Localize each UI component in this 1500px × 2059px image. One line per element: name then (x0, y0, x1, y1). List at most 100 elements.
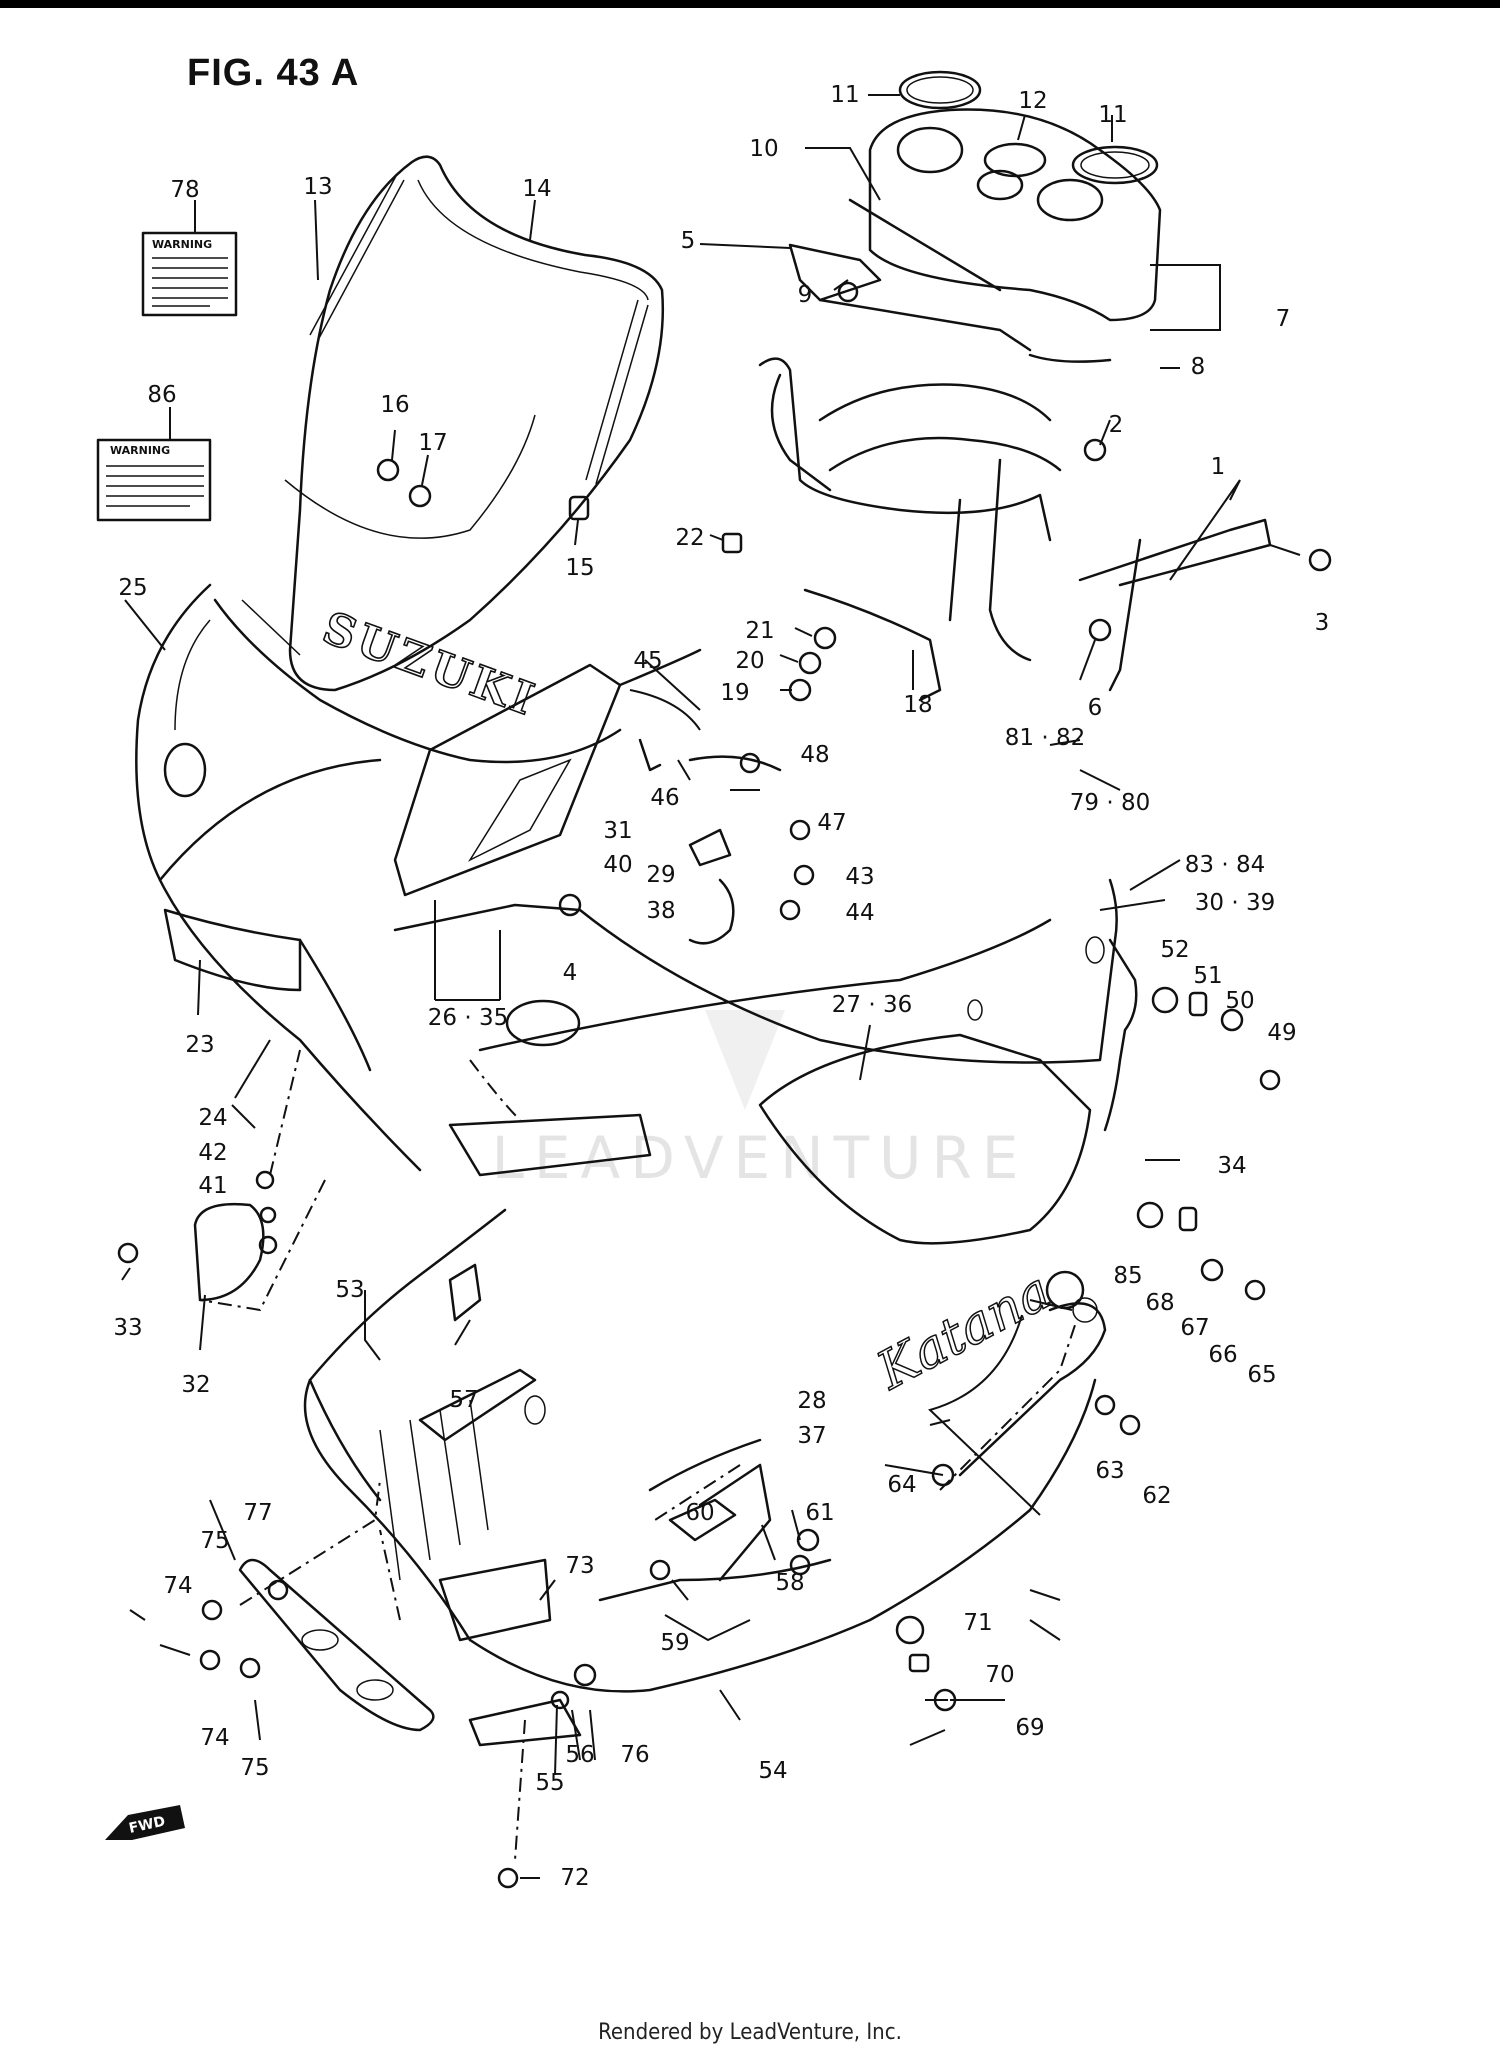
callout-18: 18 (903, 692, 932, 718)
callout-68: 68 (1145, 1290, 1174, 1316)
callout-4: 4 (563, 960, 578, 986)
callout-8: 8 (1191, 354, 1206, 380)
callout-12: 12 (1018, 88, 1047, 114)
callout-29: 29 (646, 862, 675, 888)
figure-title: FIG. 43 A (187, 52, 360, 94)
callout-65: 65 (1247, 1362, 1276, 1388)
callout-11: 11 (830, 82, 859, 108)
callout-37: 37 (797, 1423, 826, 1449)
callout-25: 25 (118, 575, 147, 601)
callout-16: 16 (380, 392, 409, 418)
callout-33: 33 (113, 1315, 142, 1341)
callout-53: 53 (335, 1277, 364, 1303)
callout-23: 23 (185, 1032, 214, 1058)
callout-74a: 74 (163, 1573, 192, 1599)
callout-55: 55 (535, 1770, 564, 1796)
callout-74b: 74 (200, 1725, 229, 1751)
lower-fairing (303, 1208, 1107, 1747)
callout-32: 32 (181, 1372, 210, 1398)
callout-61: 61 (805, 1500, 834, 1526)
callout-5: 5 (681, 228, 696, 254)
callout-20: 20 (735, 648, 764, 674)
upper-fairing: Katana (135, 583, 1138, 1403)
svg-text:FWD: FWD (128, 1814, 167, 1837)
callout-30-39: 30 · 39 (1195, 890, 1275, 916)
callout-43: 43 (845, 864, 874, 890)
callout-1: 1 (1211, 454, 1226, 480)
svg-text:WARNING: WARNING (110, 444, 170, 457)
watermark-text: LEADVENTURE (492, 1124, 1029, 1192)
callout-51: 51 (1193, 963, 1222, 989)
callout-54: 54 (758, 1758, 787, 1784)
callout-71: 71 (963, 1610, 992, 1636)
forward-arrow: FWD (105, 1805, 185, 1840)
callout-70: 70 (985, 1662, 1014, 1688)
callout-40: 40 (603, 852, 632, 878)
callout-60: 60 (685, 1500, 714, 1526)
callout-48: 48 (800, 742, 829, 768)
callout-44: 44 (845, 900, 874, 926)
callout-72: 72 (560, 1865, 589, 1891)
callout-26-35: 26 · 35 (428, 1005, 508, 1031)
callout-79-80: 79 · 80 (1070, 790, 1150, 816)
callout-14: 14 (522, 176, 551, 202)
callout-62: 62 (1142, 1483, 1171, 1509)
callout-46: 46 (650, 785, 679, 811)
callout-58: 58 (775, 1570, 804, 1596)
callout-59: 59 (660, 1630, 689, 1656)
callout-45: 45 (633, 648, 662, 674)
callout-57: 57 (449, 1387, 478, 1413)
fairing-stay-frame (758, 198, 1272, 702)
callout-56: 56 (565, 1742, 594, 1768)
callout-21: 21 (745, 618, 774, 644)
callout-6: 6 (1088, 695, 1103, 721)
callout-38: 38 (646, 898, 675, 924)
katana-script-decal: Katana (867, 1261, 1061, 1402)
callout-28: 28 (797, 1388, 826, 1414)
callout-73: 73 (565, 1553, 594, 1579)
callout-83-84: 83 · 84 (1185, 852, 1265, 878)
callout-47: 47 (817, 810, 846, 836)
callout-42: 42 (198, 1140, 227, 1166)
callout-76: 76 (620, 1742, 649, 1768)
footer-credit: Rendered by LeadVenture, Inc. (598, 2020, 902, 2045)
callout-50: 50 (1225, 988, 1254, 1014)
callout-63: 63 (1095, 1458, 1124, 1484)
callout-75b: 75 (240, 1755, 269, 1781)
warning-decal-78: WARNING (141, 231, 238, 317)
callout-86: 86 (147, 382, 176, 408)
watermark: LEADVENTURE (492, 1010, 1029, 1192)
callout-15: 15 (565, 555, 594, 581)
callout-67: 67 (1180, 1315, 1209, 1341)
callout-7: 7 (1276, 306, 1291, 332)
callout-81-82: 81 · 82 (1005, 725, 1085, 751)
callout-27-36: 27 · 36 (832, 992, 912, 1018)
callout-3: 3 (1315, 610, 1330, 636)
callout-22: 22 (675, 525, 704, 551)
callout-2: 2 (1109, 412, 1124, 438)
callout-66: 66 (1208, 1342, 1237, 1368)
callout-75a: 75 (200, 1528, 229, 1554)
callout-69: 69 (1015, 1715, 1044, 1741)
callouts: 1 2 3 4 5 6 7 8 9 10 11 11 12 13 14 15 1… (113, 82, 1329, 1891)
callout-34: 34 (1217, 1153, 1246, 1179)
callout-19: 19 (720, 680, 749, 706)
warning-decal-86: WARNING (96, 438, 212, 522)
callout-64: 64 (887, 1472, 916, 1498)
meter-panel (868, 70, 1162, 322)
callout-11b: 11 (1098, 102, 1127, 128)
top-border (0, 0, 1500, 8)
callout-31: 31 (603, 818, 632, 844)
callout-13: 13 (303, 174, 332, 200)
callout-49: 49 (1267, 1020, 1296, 1046)
callout-17: 17 (418, 430, 447, 456)
callout-41: 41 (198, 1173, 227, 1199)
leader-lines (121, 94, 1301, 1879)
callout-10: 10 (749, 136, 778, 162)
callout-78: 78 (170, 177, 199, 203)
callout-9: 9 (798, 282, 813, 308)
callout-77: 77 (243, 1500, 272, 1526)
windscreen: SUZUKI (241, 155, 665, 728)
callout-85: 85 (1113, 1263, 1142, 1289)
